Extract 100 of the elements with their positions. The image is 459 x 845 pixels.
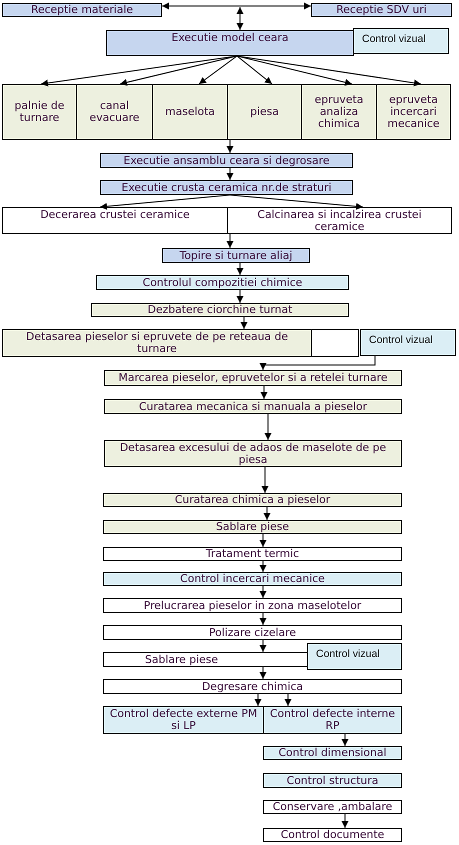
arrow xyxy=(226,234,234,248)
process-box xyxy=(91,303,349,317)
arrow xyxy=(120,56,238,86)
arrow xyxy=(342,734,348,746)
step-label: Control defecte externe PM si LP xyxy=(108,708,258,732)
arrow xyxy=(260,356,376,370)
arrow xyxy=(198,56,238,84)
arrow xyxy=(342,814,348,828)
arrow xyxy=(226,140,234,154)
step-label: Control structura xyxy=(286,774,380,786)
process-box xyxy=(106,30,354,56)
step-label: Executie model ceara xyxy=(170,32,290,44)
process-box xyxy=(103,652,308,667)
process-box xyxy=(162,248,310,263)
arrow xyxy=(236,56,422,86)
arrow xyxy=(260,386,268,400)
step-label: Prelucrarea pieselor in zona maselotelor xyxy=(142,600,362,612)
process-box xyxy=(103,679,402,694)
double-arrow xyxy=(162,2,312,10)
process-box xyxy=(103,520,402,534)
process-box xyxy=(227,84,302,140)
process-box xyxy=(2,207,228,234)
arrow xyxy=(260,586,266,598)
process-box xyxy=(311,3,452,17)
step-label: canal evacuare xyxy=(88,100,140,124)
step-label: Detasarea pieselor si epruvete de pe reteaua de turnare xyxy=(25,331,289,355)
arrow xyxy=(230,194,364,210)
arrow xyxy=(100,194,230,210)
step-label: Decerarea crustei ceramice xyxy=(39,209,191,221)
process-box xyxy=(104,370,402,386)
step-label: epruveta analiza chimica xyxy=(314,94,364,130)
arrow xyxy=(284,694,292,706)
process-box xyxy=(376,84,451,140)
arrow xyxy=(254,694,262,706)
step-label: Control defecte interne RP xyxy=(268,708,396,732)
process-box xyxy=(103,706,264,734)
step-label: Controlul compozitiei chimice xyxy=(142,276,304,288)
process-box xyxy=(103,572,402,586)
process-box xyxy=(104,440,402,467)
arrow xyxy=(262,466,268,494)
arrow xyxy=(264,506,270,520)
step-label: Tratament termic xyxy=(204,548,300,560)
step-label: Receptie materiale xyxy=(30,4,134,16)
process-box xyxy=(353,28,449,54)
arrow xyxy=(264,414,272,440)
step-label: Curatarea chimica a pieselor xyxy=(174,494,332,506)
process-box xyxy=(103,493,402,507)
step-label: Marcarea pieselor, epruvetelor si a retelei turnare xyxy=(118,372,388,384)
process-box xyxy=(307,643,402,670)
process-box xyxy=(301,84,377,140)
process-box xyxy=(76,84,153,140)
step-label: Sablare piese xyxy=(145,654,218,666)
arrow xyxy=(236,56,352,86)
process-box xyxy=(263,706,402,734)
step-label: Control dimensional xyxy=(277,747,388,759)
step-label: Sablare piese xyxy=(215,521,290,533)
process-box xyxy=(104,399,402,414)
arrow xyxy=(40,56,238,86)
arrow xyxy=(260,666,266,680)
arrow xyxy=(236,262,244,276)
step-label: Control vizual xyxy=(362,33,426,45)
step-label: Calcinarea si incalzirea crustei ceramice xyxy=(256,208,423,232)
step-label: Control documente xyxy=(280,829,386,841)
process-box xyxy=(263,828,402,842)
arrow xyxy=(240,316,248,330)
step-label: Control vizual xyxy=(316,648,380,660)
step-label: Control incercari mecanice xyxy=(179,573,326,585)
process-box xyxy=(2,84,77,140)
process-box xyxy=(96,275,349,290)
process-box xyxy=(152,84,228,140)
process-box xyxy=(227,207,452,234)
step-label: epruveta incercari mecanice xyxy=(386,94,441,130)
process-box xyxy=(103,547,402,561)
step-label: Receptie SDV uri xyxy=(335,4,428,16)
arrow xyxy=(226,168,234,180)
process-box xyxy=(103,625,402,640)
arrow xyxy=(260,640,266,652)
step-label: Topire si turnare aliaj xyxy=(178,250,294,262)
step-label: maselota xyxy=(164,106,216,118)
step-label: Dezbatere ciorchine turnat xyxy=(146,304,294,316)
process-box xyxy=(2,3,162,17)
arrow xyxy=(260,534,266,548)
process-box xyxy=(2,329,312,357)
process-box xyxy=(263,746,402,760)
process-box xyxy=(103,598,402,613)
process-box xyxy=(263,800,402,814)
arrow xyxy=(236,290,244,304)
process-box xyxy=(100,153,353,168)
process-box xyxy=(360,329,456,356)
step-label: palnie de turnare xyxy=(14,100,66,124)
arrow xyxy=(260,612,266,626)
step-label: Detasarea excesului de adaos de maselote de pe piesa xyxy=(118,442,388,466)
step-label: piesa xyxy=(249,106,280,118)
arrow xyxy=(260,560,266,572)
step-label: Degresare chimica xyxy=(200,680,304,692)
step-label: Control vizual xyxy=(369,334,433,346)
process-box xyxy=(100,180,353,195)
step-label: Conservare ,ambalare xyxy=(272,801,394,813)
process-box xyxy=(263,773,402,788)
arrow xyxy=(236,56,272,84)
